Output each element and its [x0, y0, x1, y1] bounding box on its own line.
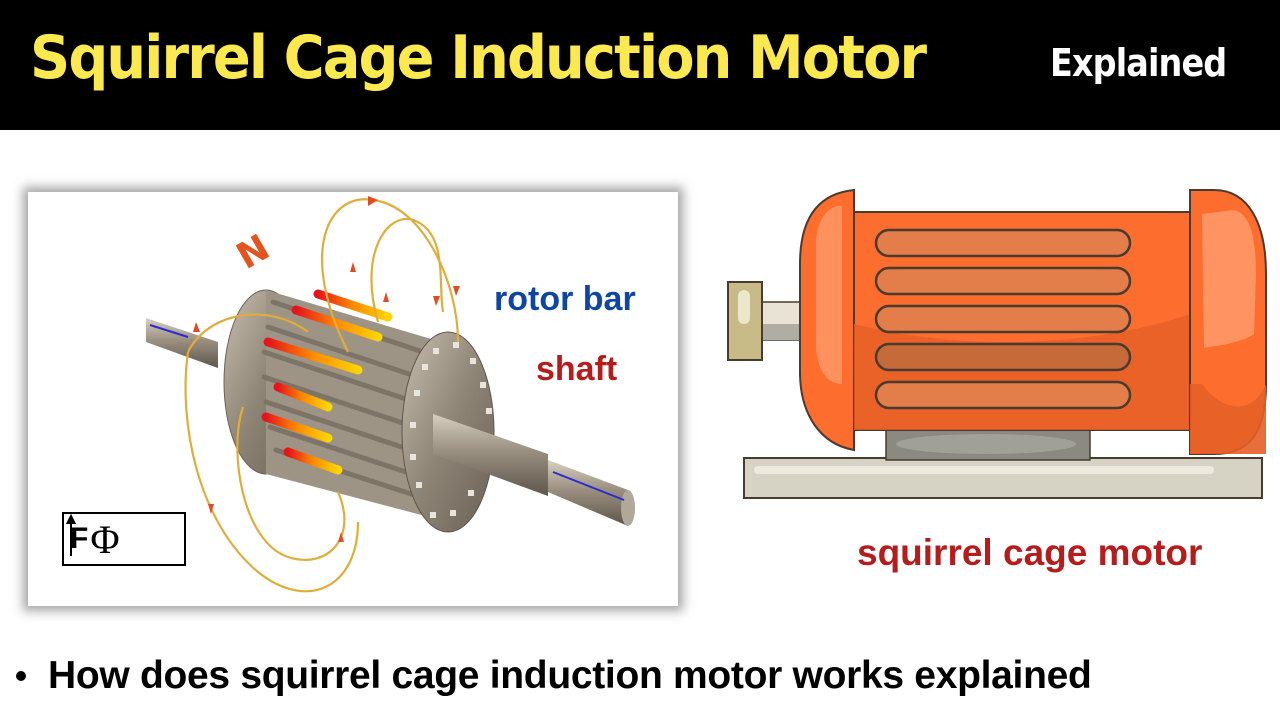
force-flux-formula: F Φ — [62, 512, 186, 566]
title-banner: Squirrel Cage Induction Motor Explained — [0, 0, 1280, 130]
motor-base-plate — [743, 457, 1263, 499]
subtitle-explained: Explained — [1050, 41, 1227, 85]
north-pole-label: N — [230, 227, 277, 278]
shaft-left-stub — [146, 318, 218, 368]
shaft-label: shaft — [536, 350, 618, 388]
cooling-fins — [874, 228, 1132, 410]
squirrel-cage-motor-illustration — [724, 184, 1268, 500]
rotor-cage — [223, 289, 495, 533]
rotor-illustration-panel: N rotor bar shaft F Φ — [28, 192, 678, 606]
flux-symbol: Φ — [90, 516, 120, 562]
motor-caption: squirrel cage motor — [857, 532, 1203, 573]
bullet-text: How does squirrel cage induction motor w… — [48, 654, 1092, 697]
up-arrow-icon — [66, 514, 76, 556]
shaft — [433, 414, 635, 526]
bullet-item: How does squirrel cage induction motor w… — [16, 654, 1092, 698]
field-arrows — [193, 196, 460, 542]
rotor-bar-label: rotor bar — [494, 280, 636, 318]
bullet-dot-icon — [16, 671, 26, 681]
rotor-cage-diagram: N — [146, 196, 635, 593]
force-symbol: F — [70, 522, 89, 555]
main-title: Squirrel Cage Induction Motor — [30, 23, 927, 93]
